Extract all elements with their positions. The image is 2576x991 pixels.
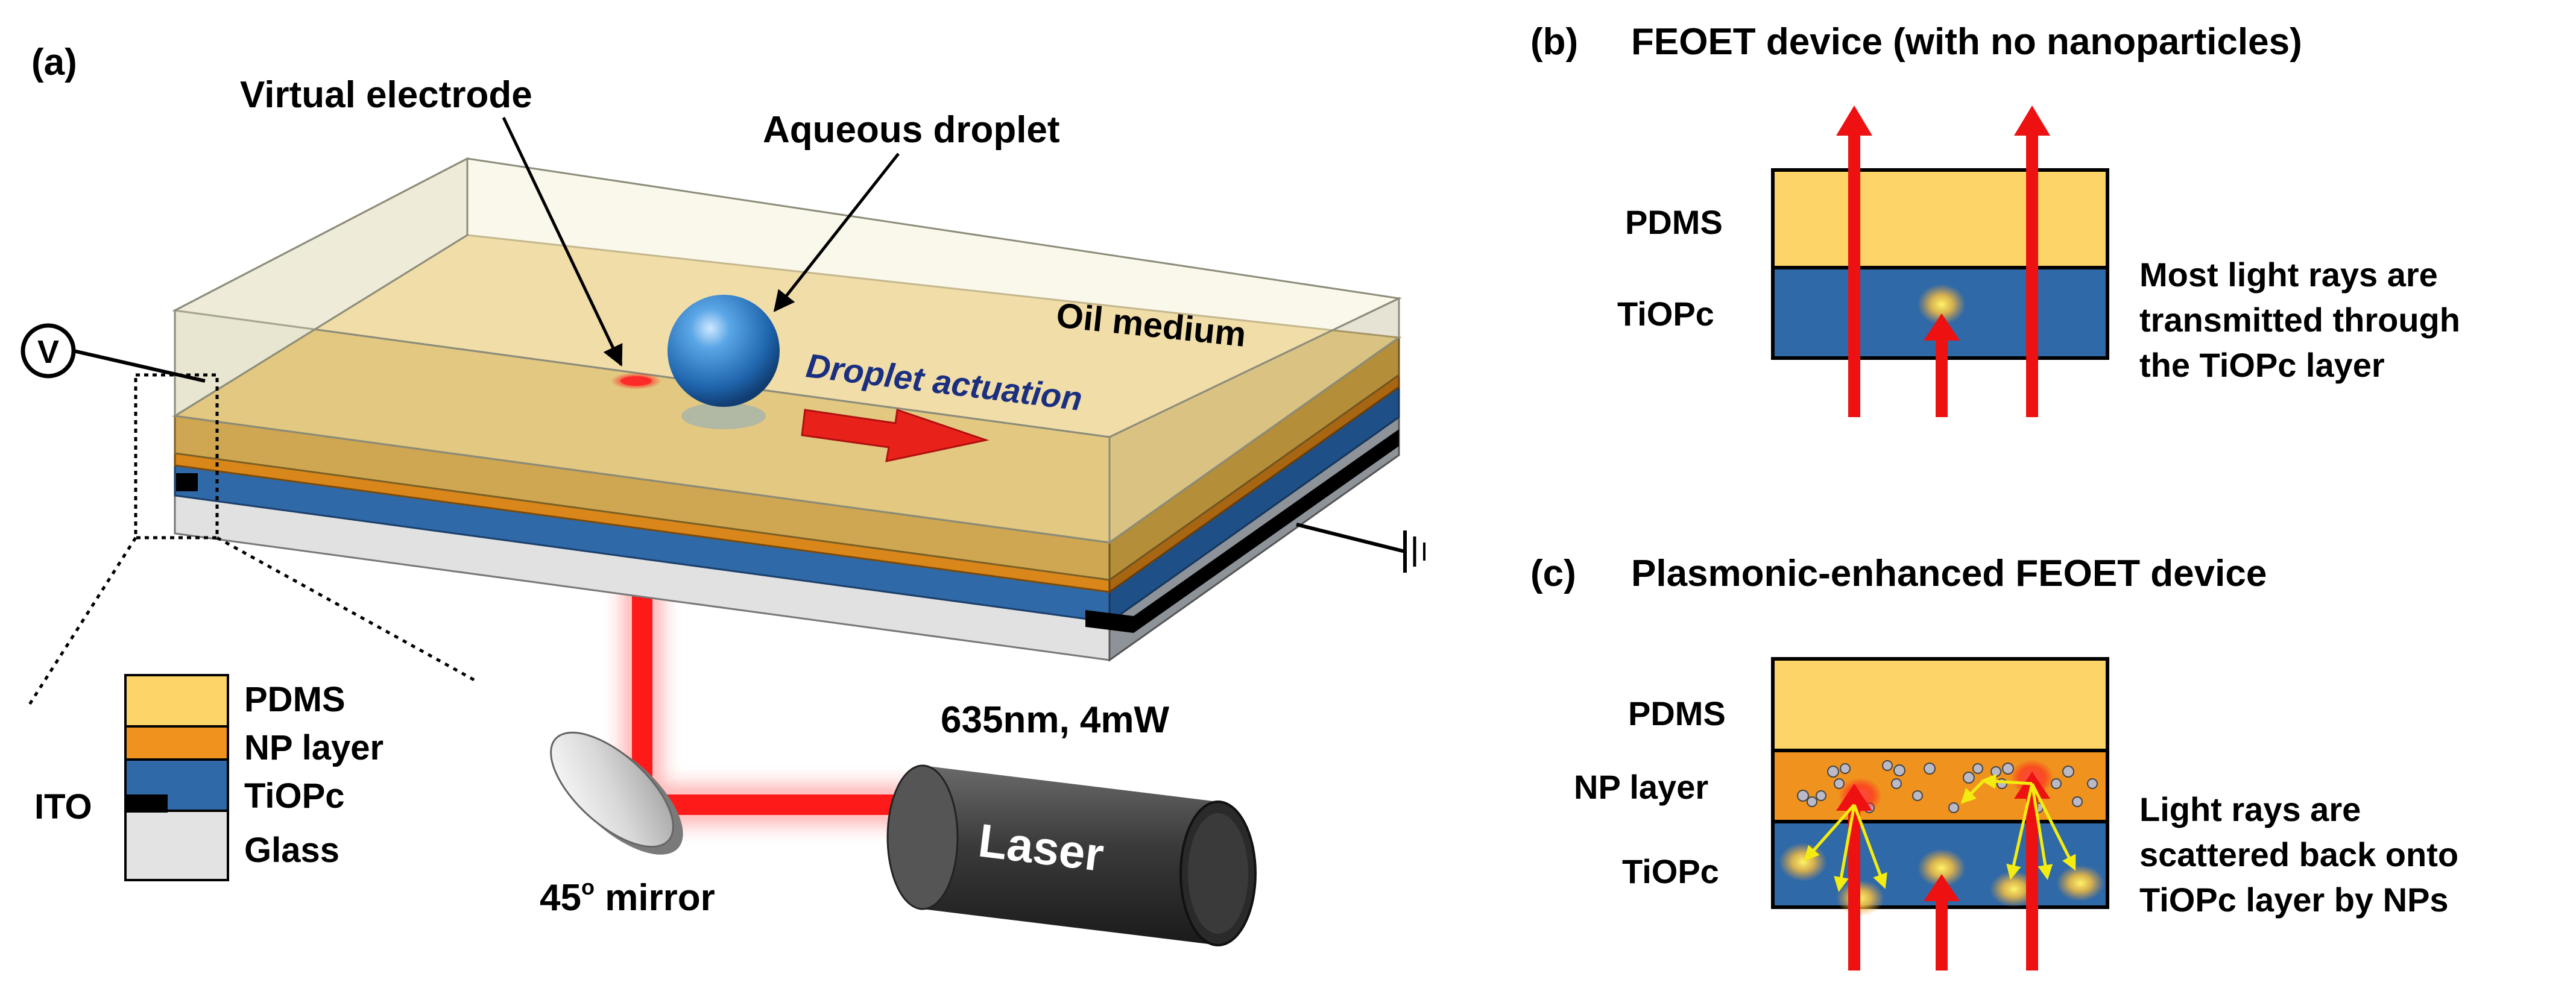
panel-c-label: (c)	[1530, 553, 1576, 594]
virtual-electrode-label: Virtual electrode	[240, 74, 532, 116]
ito-electrode-side	[1134, 429, 1399, 633]
c-np-label: NP layer	[1574, 768, 1708, 806]
ground-symbol	[1296, 523, 1425, 573]
aqueous-droplet	[668, 295, 780, 407]
b-pdms-layer	[1771, 168, 2109, 269]
voltage-wire	[73, 349, 206, 383]
c-pdms-label: PDMS	[1628, 694, 1726, 732]
zoom-box	[134, 373, 219, 540]
panel-b-label: (b)	[1530, 21, 1578, 63]
aqueous-droplet-label: Aqueous droplet	[763, 109, 1060, 151]
legend-glass-swatch	[124, 810, 229, 881]
b-light-arrows	[1836, 105, 2050, 417]
oil-medium-side	[1108, 297, 1400, 544]
panel-b: (b) FEOET device (with no nanoparticles)…	[1530, 21, 2460, 417]
b-absorption-glow	[1918, 284, 1966, 325]
virtual-electrode-pointer	[502, 116, 623, 367]
aqueous-droplet-pointer	[773, 153, 900, 312]
b-caption-2: transmitted through	[2139, 301, 2460, 339]
ito-electrode-left	[176, 473, 198, 491]
zoom-line-right	[216, 536, 478, 683]
b-tiopc-label: TiOPc	[1617, 295, 1714, 333]
c-caption-2: scattered back onto	[2139, 835, 2458, 873]
ito-electrode-right	[1085, 610, 1134, 633]
b-pdms-label: PDMS	[1625, 203, 1723, 241]
legend-ito-label: ITO	[34, 787, 92, 826]
c-caption-3: TiOPc layer by NPs	[2139, 881, 2449, 919]
laser-device	[886, 764, 1257, 946]
legend-pdms-swatch	[124, 674, 229, 728]
panel-c-title: Plasmonic-enhanced FEOET device	[1631, 553, 2267, 594]
voltage-symbol: V	[37, 334, 59, 370]
legend-pdms-label: PDMS	[244, 680, 346, 719]
device-stack	[172, 157, 1403, 662]
oil-medium-back	[174, 157, 469, 418]
b-caption-3: the TiOPc layer	[2139, 346, 2385, 384]
mirror-label: 45o mirror	[540, 875, 715, 919]
c-light-arrows	[1836, 772, 2050, 971]
c-tiopc-label: TiOPc	[1622, 852, 1719, 890]
legend-np-swatch	[124, 725, 229, 761]
panel-b-title: FEOET device (with no nanoparticles)	[1631, 21, 2302, 63]
panel-c: (c) Plasmonic-enhanced FEOET device PD	[1530, 553, 2458, 971]
c-caption-1: Light rays are	[2139, 790, 2361, 828]
zoom-line-left	[27, 536, 137, 706]
panel-a: (a)	[21, 42, 1425, 946]
panel-a-label: (a)	[31, 42, 77, 83]
actuation-arrow	[801, 408, 990, 462]
layer-legend: PDMS NP layer TiOPc Glass ITO	[34, 674, 384, 881]
c-pdms-layer	[1771, 657, 2109, 752]
droplet-reflection	[681, 403, 766, 429]
mirror	[550, 731, 683, 855]
legend-np-label: NP layer	[244, 728, 384, 767]
b-caption-1: Most light rays are	[2139, 256, 2438, 294]
c-scatter-arrows	[1804, 773, 2076, 892]
legend-glass-label: Glass	[244, 831, 339, 870]
legend-ito-swatch	[125, 794, 168, 813]
legend-tiopc-label: TiOPc	[244, 776, 345, 816]
laser-spec-label: 635nm, 4mW	[941, 699, 1170, 741]
